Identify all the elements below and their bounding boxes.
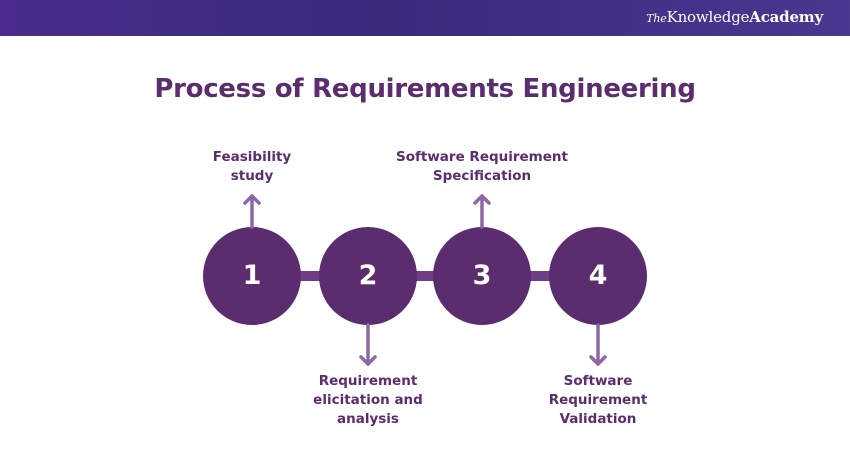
step-1-circle	[203, 227, 301, 325]
step-4-number: 4	[588, 260, 608, 291]
brand-middle: Knowledge	[666, 8, 750, 26]
brand-logo: TheKnowledgeAcademy	[646, 8, 823, 26]
step-2-arrow-down-icon	[359, 323, 377, 366]
diagram-title: Process of Requirements Engineering	[154, 74, 696, 104]
step-4-circle	[549, 227, 647, 325]
step-2-circle	[319, 227, 417, 325]
step-4-arrow-down-icon	[589, 323, 607, 366]
step-1-arrow-up-icon	[243, 194, 261, 229]
step-3-label: Software Requirement Specification	[396, 149, 568, 184]
step-3-number: 3	[472, 260, 492, 291]
process-connector	[252, 271, 598, 281]
step-2-number: 2	[358, 260, 378, 291]
step-3-circle	[433, 227, 531, 325]
top-banner: TheKnowledgeAcademy	[0, 0, 850, 36]
step-1-number: 1	[242, 260, 262, 291]
step-2-label: Requirement elicitation and analysis	[313, 373, 423, 427]
step-4-label: Software Requirement Validation	[548, 373, 648, 427]
brand-suffix: Academy	[749, 8, 823, 26]
brand-prefix: The	[646, 12, 667, 25]
step-3-arrow-up-icon	[473, 194, 491, 229]
step-1-label: Feasibility study	[212, 149, 292, 184]
